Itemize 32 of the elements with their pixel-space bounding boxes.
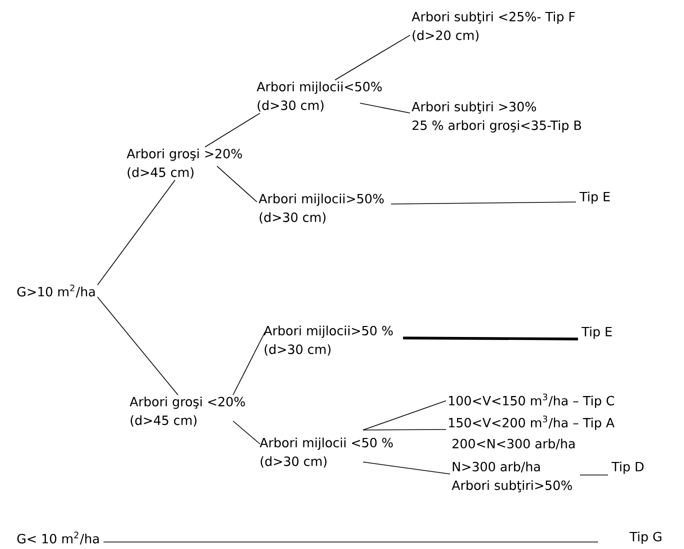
branch-line	[232, 420, 260, 444]
criterion-text: Arbori mijlocii <50 % (d>30 cm)	[260, 438, 393, 468]
branch-line	[334, 34, 410, 80]
criterion-text: Arbori subţiri <25%- Tip F (d>20 cm)	[412, 12, 575, 42]
criterion-text: Arbori mijlocii>50% (d>30 cm)	[258, 194, 384, 224]
branch-line	[390, 202, 576, 204]
branch-line	[403, 336, 578, 340]
criterion-text: Tip D	[612, 462, 644, 474]
criterion-text: G< 10 m$^{2}$/ha	[17, 532, 99, 544]
criterion-text: 150<V<200 m$^{3}$/ha – Tip A	[449, 416, 614, 430]
criterion-text: Tip E	[582, 326, 612, 339]
criterion-text: N>300 arb/ha Arbori subţiri>50%	[452, 462, 572, 492]
branch-line	[97, 296, 178, 396]
branch-line	[216, 166, 258, 202]
criterion-text: Tip E	[580, 192, 610, 204]
criterion-text: 100<V<150 m$^{3}$/ha – Tip C	[449, 394, 614, 408]
branch-line	[580, 474, 608, 476]
branch-line	[204, 112, 260, 148]
criterion-text: Arbori groşi <20% (d>45 cm)	[130, 396, 245, 427]
branch-line	[232, 332, 266, 396]
branch-line	[362, 462, 450, 474]
criterion-text: Arbori groşi >20% (d>45 cm)	[126, 148, 242, 179]
branch-line	[97, 180, 176, 286]
criterion-text: Arbori mijlocii<50% (d>30 cm)	[256, 82, 382, 112]
criterion-text: Arbori mijlocii>50 % (d>30 cm)	[264, 326, 393, 356]
branch-line	[362, 429, 446, 430]
condition-text: 200<N<300 arb/ha	[452, 438, 575, 450]
criterion-text: Arbori subţiri >30% 25 % arbori groşi<35-Tip B	[412, 102, 582, 133]
branch-line	[360, 102, 410, 114]
criterion-text: G>10 m$^{2}$/ha	[17, 284, 95, 298]
criterion-text: Tip G	[630, 532, 662, 544]
branch-line	[362, 400, 446, 430]
